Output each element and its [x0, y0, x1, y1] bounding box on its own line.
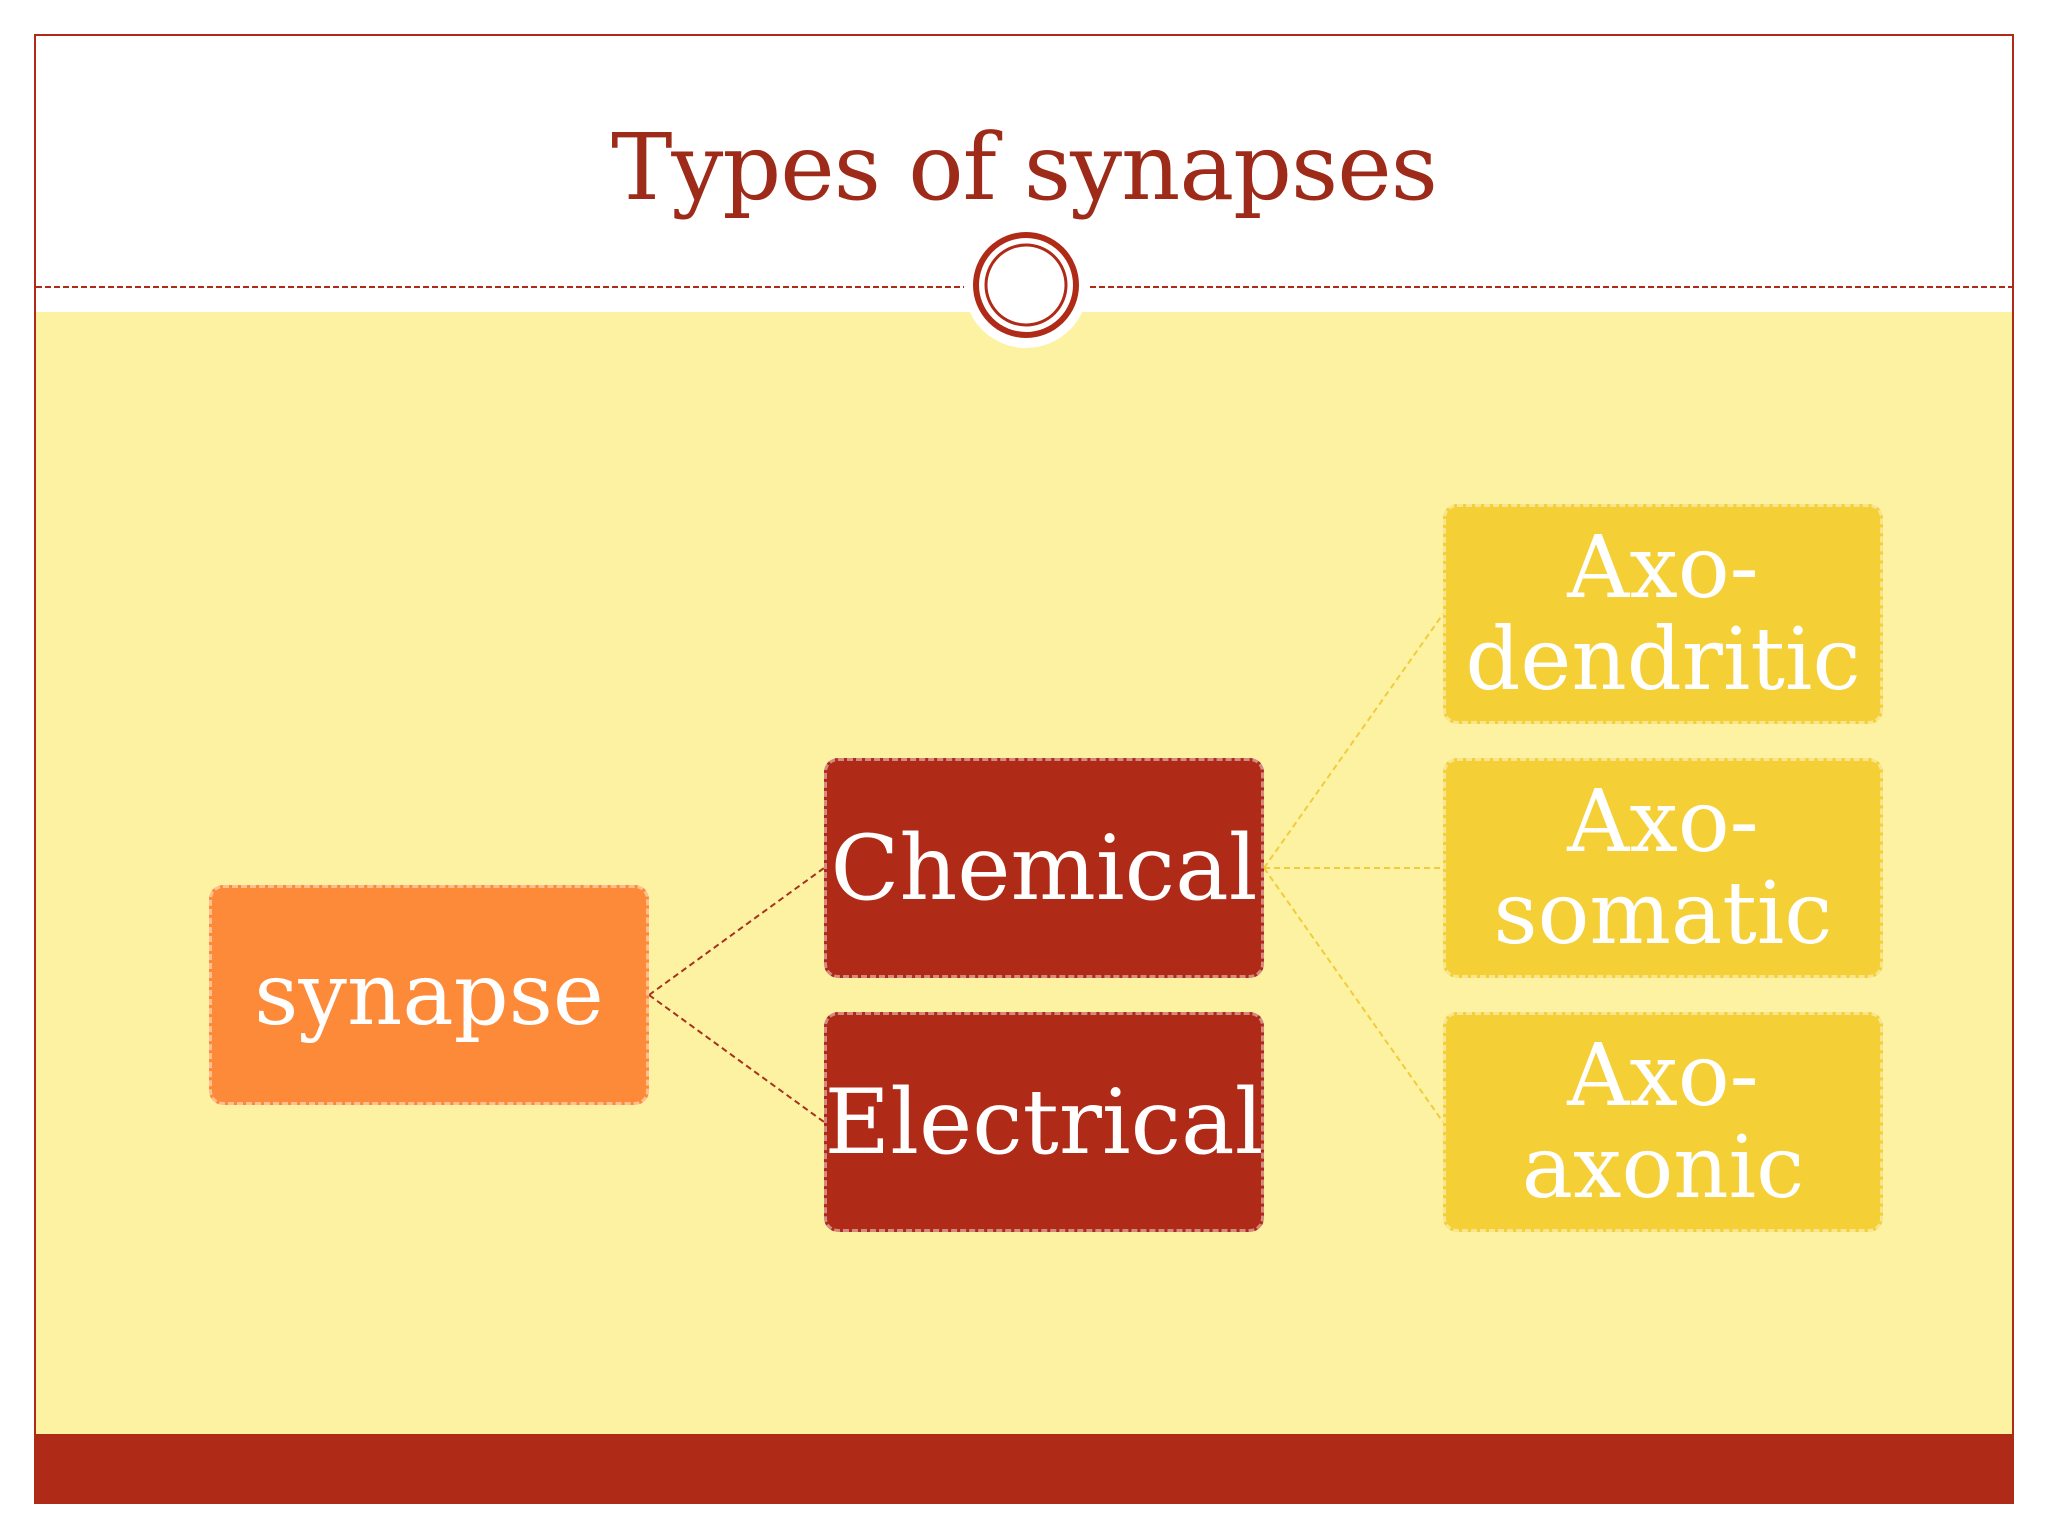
- node-electrical-label: Electrical: [824, 1069, 1264, 1175]
- divider-ornament-outer-ring: [973, 232, 1079, 338]
- connector-synapse-chemical: [648, 867, 825, 996]
- node-axo-dendritic-line2: dendritic: [1465, 610, 1861, 710]
- connector-synapse-electrical: [648, 994, 825, 1123]
- connector-chemical-axoaxonic: [1263, 867, 1444, 1123]
- node-electrical: Electrical: [824, 1012, 1264, 1232]
- node-axo-dendritic: Axo- dendritic: [1443, 504, 1883, 724]
- diagram-nodes: synapse Chemical Electrical Axo- dendrit…: [36, 312, 2012, 1434]
- diagram-connectors: [648, 613, 1444, 1123]
- title-divider: [36, 224, 2012, 348]
- divider-ornament-backdrop: [964, 224, 1088, 348]
- node-axo-axonic: Axo- axonic: [1443, 1012, 1883, 1232]
- node-axo-axonic-line1: Axo-: [1567, 1026, 1759, 1126]
- slide: Types of synapses synapse Chemical Elect…: [34, 34, 2014, 1504]
- divider-ornament-inner-ring: [984, 243, 1068, 327]
- node-synapse-label: synapse: [254, 945, 604, 1045]
- node-chemical-label: Chemical: [830, 815, 1258, 921]
- node-axo-axonic-line2: axonic: [1521, 1118, 1805, 1218]
- node-axo-somatic-line1: Axo-: [1567, 772, 1759, 872]
- node-axo-somatic: Axo- somatic: [1443, 758, 1883, 978]
- node-axo-somatic-line2: somatic: [1493, 864, 1833, 964]
- node-axo-dendritic-line1: Axo-: [1567, 518, 1759, 618]
- node-chemical: Chemical: [824, 758, 1264, 978]
- slide-title: Types of synapses: [611, 114, 1438, 221]
- node-synapse: synapse: [209, 885, 649, 1105]
- connector-chemical-axodendritic: [1263, 613, 1444, 869]
- slide-footer-bar: [36, 1434, 2012, 1502]
